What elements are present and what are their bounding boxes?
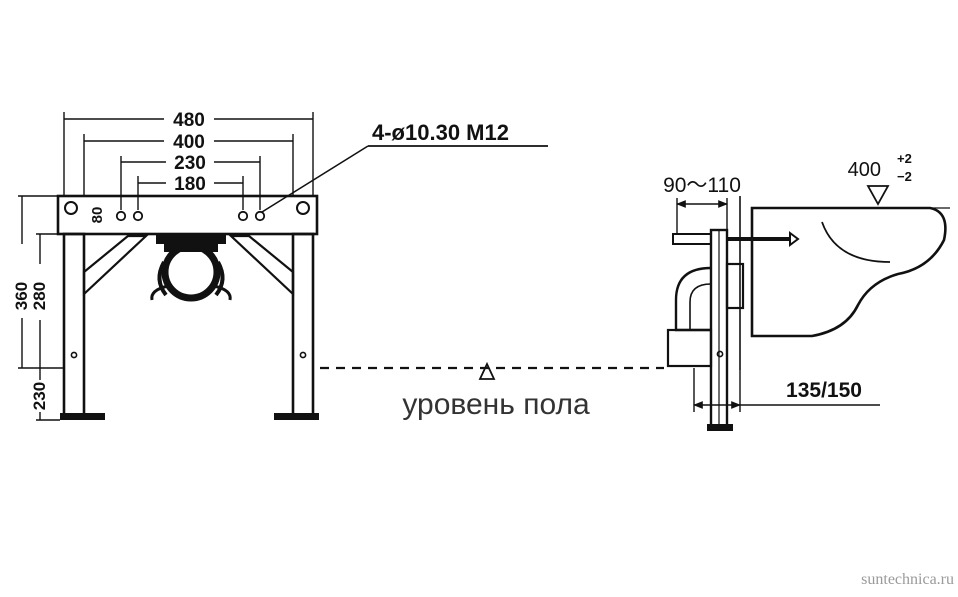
hole-callout: 4-ø10.30 M12 — [261, 120, 548, 213]
bowl-tolerance-lower: −2 — [897, 169, 912, 184]
side-view — [666, 196, 947, 431]
height-360-label: 360 — [12, 282, 31, 310]
width-180-label: 180 — [174, 174, 206, 195]
width-230-label: 230 — [174, 153, 206, 174]
hole-callout-label: 4-ø10.30 M12 — [372, 120, 509, 145]
front-height-dimensions: 360 280 230 80 — [12, 195, 110, 421]
floor-level-label: уровень пола — [402, 388, 590, 421]
bowl-height-marker-icon — [866, 185, 890, 206]
width-480-label: 480 — [173, 110, 205, 131]
height-80-label: 80 — [89, 207, 106, 224]
outlet-offset-label: 135/150 — [786, 379, 862, 402]
bowl-tolerance-upper: +2 — [897, 151, 912, 166]
width-400-label: 400 — [173, 132, 205, 153]
floor-level-marker-icon — [478, 361, 496, 380]
height-230-label: 230 — [30, 382, 49, 410]
bowl-height-label: 400 — [848, 159, 881, 181]
depth-range-label: 90～110 — [663, 174, 741, 197]
floor-level-line: уровень пола — [320, 361, 664, 421]
front-view-frame — [56, 194, 319, 420]
height-280-label: 280 — [30, 282, 49, 310]
watermark-text: suntechnica.ru — [861, 571, 954, 588]
side-view-dimensions: 90～110 400 +2 −2 135/150 — [663, 151, 950, 412]
front-width-dimensions: 480 400 230 180 — [63, 110, 314, 210]
